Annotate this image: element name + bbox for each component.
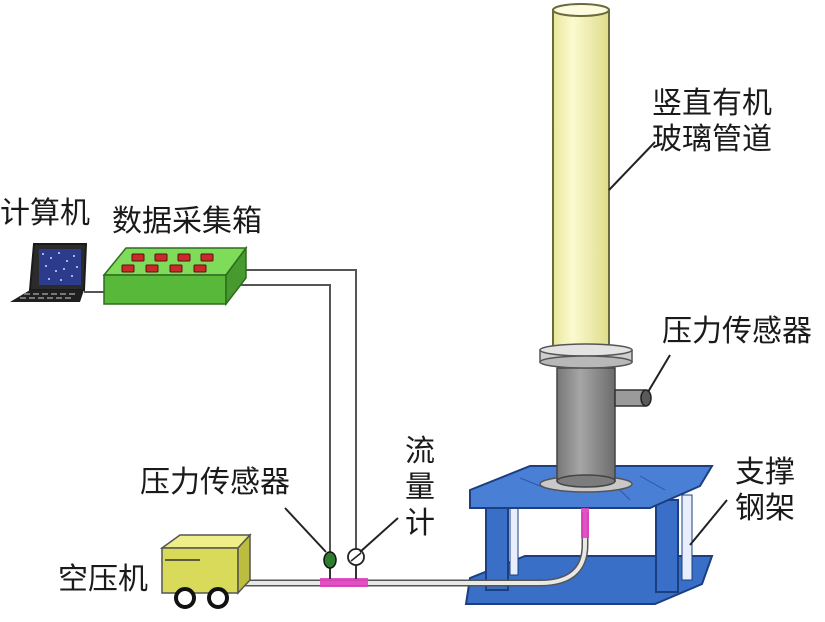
daq-box: [102, 245, 248, 307]
label-vertical-pipe-line-1: 竖直有机: [652, 86, 772, 121]
top-flange: [539, 343, 633, 369]
label-support-frame: 支撑 钢架: [735, 455, 795, 527]
laptop-icon: [10, 243, 88, 302]
label-air-compressor: 空压机: [58, 562, 148, 597]
compressor-wheel: [174, 587, 196, 609]
label-daq-box: 数据采集箱: [112, 204, 262, 239]
label-vertical-pipe-line-2: 玻璃管道: [652, 122, 772, 157]
label-vertical-pipe: 竖直有机 玻璃管道: [652, 86, 772, 158]
signal-wires: [238, 269, 357, 554]
leader-pressure-sensor-bottom: [284, 507, 327, 553]
label-flowmeter: 流 量 计: [402, 434, 438, 542]
label-flowmeter-char-3: 计: [405, 506, 435, 541]
wire-to-pressure-sensor: [238, 284, 331, 554]
leader-vertical-pipe: [608, 141, 656, 191]
air-compressor: [159, 533, 252, 609]
label-support-frame-line-2: 钢架: [735, 491, 795, 526]
leader-support-frame: [689, 499, 728, 546]
label-pressure-sensor-top: 压力传感器: [662, 314, 812, 349]
label-flowmeter-char-1: 流: [405, 434, 435, 469]
daq-buttons: [121, 253, 214, 273]
wire-to-flowmeter: [246, 269, 357, 551]
label-flowmeter-char-2: 量: [405, 470, 435, 505]
label-computer: 计算机: [0, 196, 90, 231]
flowmeter: [347, 548, 365, 579]
pressure-sensor-line: [323, 551, 337, 579]
label-pressure-sensor-bottom: 压力传感器: [140, 465, 290, 500]
leader-flowmeter: [359, 517, 399, 553]
pipe-fitting-magenta: [320, 578, 368, 587]
leader-pressure-sensor-top: [647, 354, 671, 393]
vertical-pipe: [552, 3, 610, 361]
pressure-sensor-cylinder: [614, 389, 652, 407]
label-support-frame-line-1: 支撑: [735, 455, 795, 490]
compressor-wheel: [207, 587, 229, 609]
gray-cylinder: [556, 367, 616, 488]
leader-lines: [284, 141, 728, 553]
air-supply-line: [240, 508, 589, 587]
